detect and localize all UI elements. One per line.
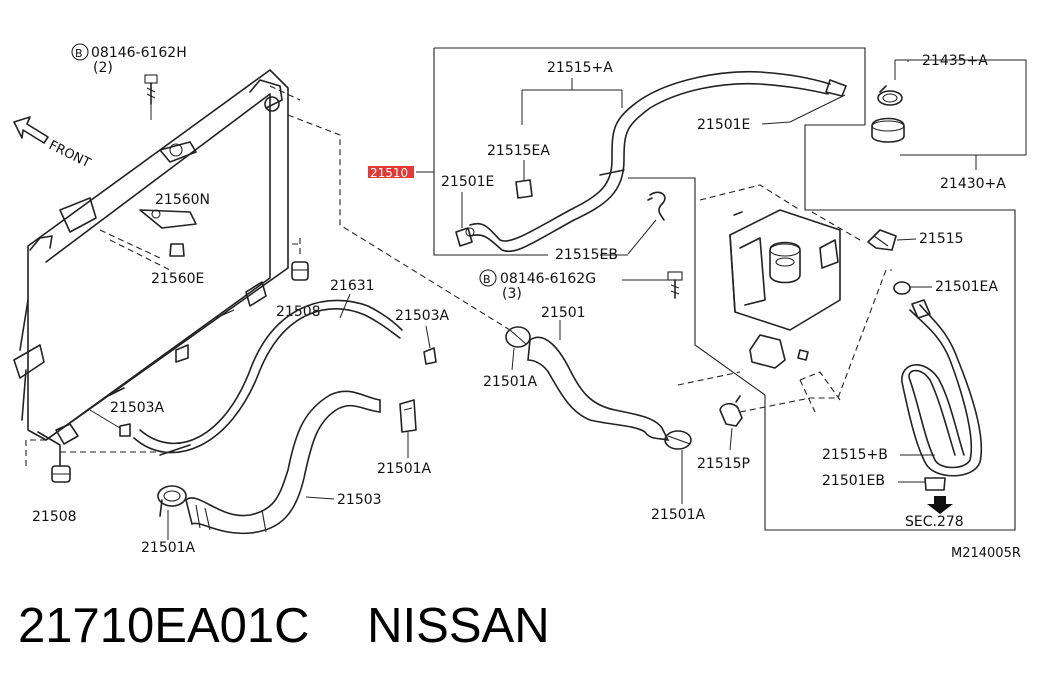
hose-end-21501ea — [893, 281, 911, 295]
grommet-21560e — [169, 243, 185, 257]
hose-21631 — [133, 299, 403, 456]
footer: 21710EA01C NISSAN — [18, 598, 550, 668]
hose-clamp-21501a-mid — [505, 326, 531, 348]
hose-clip-21515ea — [515, 179, 533, 199]
radiator-outline-dash — [287, 114, 511, 331]
pressure-cap-21430a — [871, 117, 905, 143]
callout-21501ea: 21501EA — [935, 279, 998, 295]
bolt-b-part-number: 08146-6162G — [500, 271, 596, 287]
down-arrow-icon — [927, 496, 953, 514]
pipe-21515b — [901, 299, 983, 477]
callout-21560n: 21560N — [155, 192, 210, 208]
callout-21501e-top: 21501E — [697, 117, 750, 133]
callout-21501a-right: 21501A — [651, 507, 706, 523]
callout-21501a-clip: 21501A — [377, 461, 432, 477]
brand-name: NISSAN — [367, 599, 550, 653]
reservoir-tank — [729, 209, 841, 369]
part-number: 21710EA01C — [18, 599, 310, 653]
figure-code: M214005R — [951, 546, 1021, 561]
hose-clamp-21501a-right — [664, 430, 692, 450]
front-label: FRONT — [46, 138, 93, 171]
clip-21503a-top — [423, 347, 437, 365]
callout-21631: 21631 — [330, 278, 375, 294]
pipe-21515a — [469, 70, 847, 253]
callout-21430a: 21430+A — [940, 176, 1006, 192]
hose-clamp-21501a-clip — [399, 399, 417, 433]
bolt-a-qty: (2) — [93, 60, 113, 76]
mount-21508-bottom — [51, 465, 71, 483]
callout-21510: 21510 — [370, 166, 408, 180]
mount-21508-top — [291, 261, 309, 281]
reservoir-box — [628, 124, 1016, 531]
hose-21515 — [867, 229, 897, 251]
callout-21503a-top: 21503A — [395, 308, 450, 324]
callout-21503a-left: 21503A — [110, 400, 165, 416]
clip-21515eb — [647, 191, 666, 221]
callout-21508-bottom: 21508 — [32, 509, 77, 525]
highlight-21510 — [368, 166, 414, 178]
callout-21515eb: 21515EB — [555, 247, 618, 263]
callout-21515b: 21515+B — [822, 447, 888, 463]
callout-21501eb: 21501EB — [822, 473, 885, 489]
callout-21501a-bottom: 21501A — [141, 540, 196, 556]
parts-diagram: FRONT B 08146-6162H (2) — [13, 43, 1027, 561]
callout-21503: 21503 — [337, 492, 382, 508]
callout-21501e-left: 21501E — [441, 174, 494, 190]
callout-21515ea: 21515EA — [487, 143, 550, 159]
clip-21515p — [719, 395, 743, 427]
hose-clamp-21501a-bottom — [157, 485, 187, 517]
callout-21501: 21501 — [541, 305, 586, 321]
svg-text:B: B — [75, 47, 83, 60]
clip-21503a-left — [119, 423, 131, 437]
lower-hose-21503 — [185, 390, 381, 535]
hose-end-21501eb — [924, 477, 946, 491]
hose-assembly-box-21510 — [433, 47, 866, 256]
bolt-a-icon — [144, 74, 158, 105]
bracket-21560n — [139, 209, 197, 229]
hose-end-21501e — [455, 227, 475, 247]
bolt-b-qty: (3) — [502, 286, 522, 302]
radiator — [13, 69, 289, 467]
callout-21515a: 21515+A — [547, 60, 613, 76]
callout-21501a-mid: 21501A — [483, 374, 538, 390]
callout-21515p: 21515P — [697, 456, 750, 472]
bolt-a-part-number: 08146-6162H — [91, 45, 187, 61]
callout-21515: 21515 — [919, 231, 964, 247]
callout-21560e: 21560E — [151, 271, 204, 287]
sec-reference: SEC.278 — [905, 514, 964, 530]
svg-text:B: B — [483, 273, 491, 286]
bolt-symbol-b-icon-2: B — [479, 269, 497, 287]
front-arrow-icon — [13, 116, 49, 144]
cap-seal-21435a — [877, 85, 903, 106]
bolt-b-icon — [667, 271, 683, 299]
upper-hose-21501 — [527, 336, 670, 442]
bolt-symbol-b-icon: B — [71, 43, 89, 61]
callout-21435a: 21435+A — [922, 53, 988, 69]
